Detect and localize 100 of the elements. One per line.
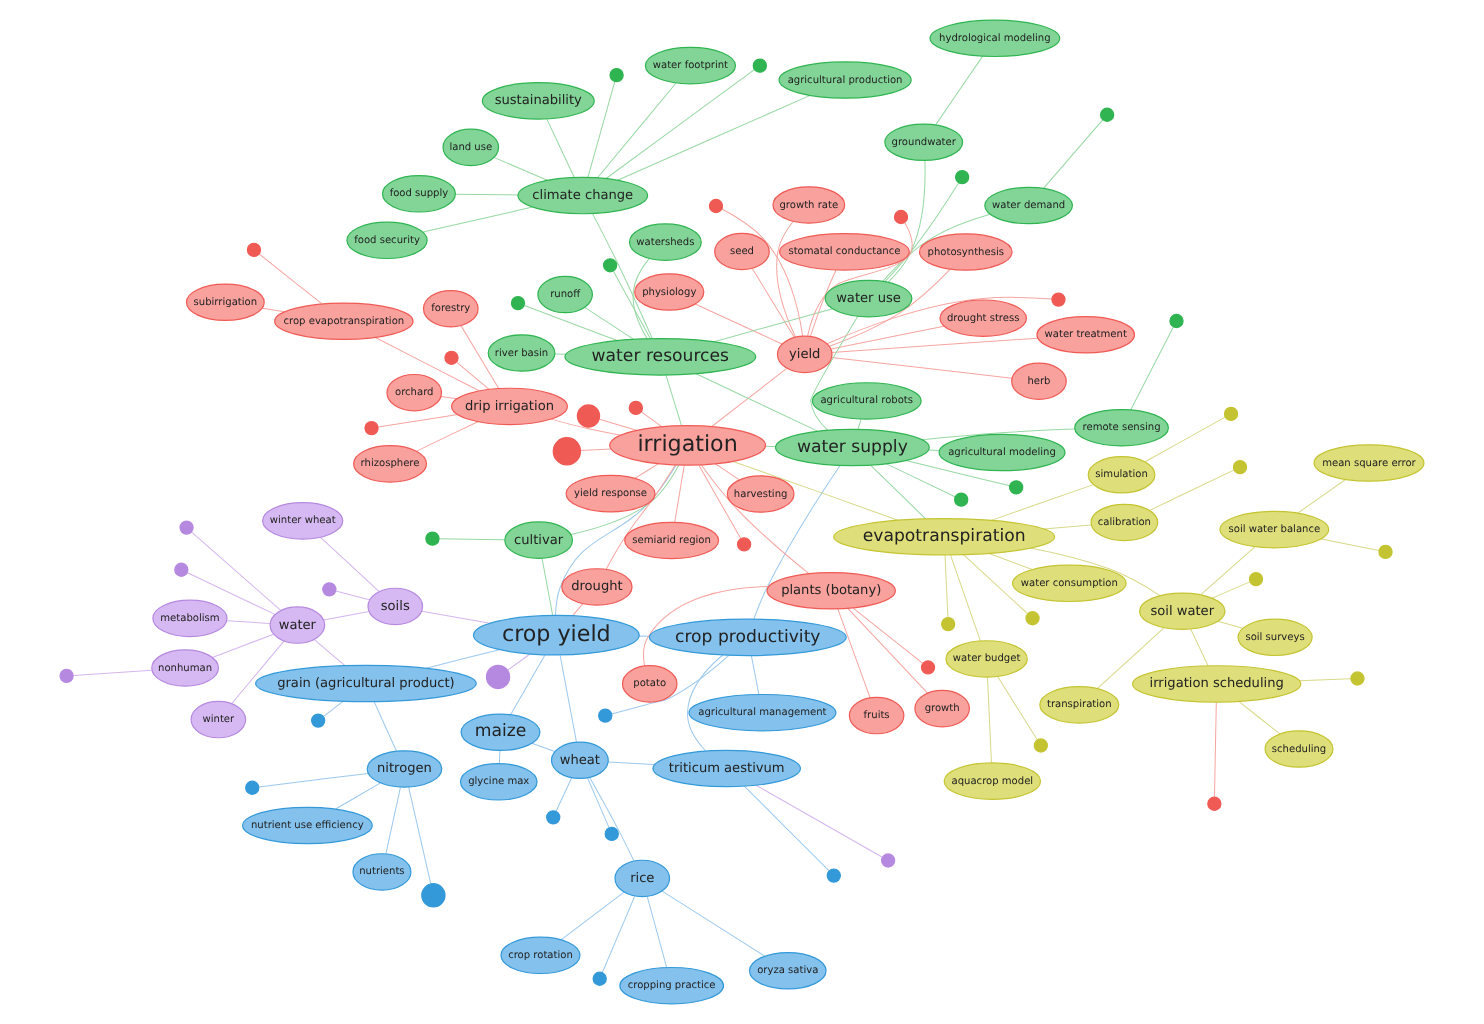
connector [258, 253, 323, 305]
connector [750, 655, 760, 695]
connector [882, 213, 991, 282]
connector [589, 776, 635, 862]
connector [921, 428, 1076, 441]
node-ellipse: water resources [564, 338, 757, 376]
node-circle [421, 883, 446, 908]
connector [700, 464, 810, 575]
connector [831, 337, 1038, 353]
connector [721, 208, 804, 337]
connector [550, 418, 622, 436]
connector [455, 193, 519, 196]
connector [72, 669, 153, 676]
node-circle [881, 853, 896, 868]
connector [531, 742, 556, 752]
node-circle [708, 198, 724, 214]
connector [323, 610, 370, 621]
connector [1297, 479, 1347, 514]
connector [440, 396, 458, 400]
connector [847, 607, 929, 694]
node-circle [592, 971, 607, 986]
connector [601, 895, 636, 973]
node-circle [1232, 459, 1248, 475]
connector [1320, 538, 1380, 552]
connector [586, 777, 610, 829]
connector [810, 269, 837, 337]
connector [828, 268, 951, 347]
node-circle [552, 437, 582, 466]
node-circle [1248, 571, 1264, 587]
connector [1211, 581, 1251, 599]
connector [572, 603, 584, 617]
node-circle [174, 562, 189, 577]
connector [885, 463, 956, 498]
connector [810, 315, 859, 431]
connector [944, 554, 949, 618]
connector [1149, 469, 1235, 511]
node-circle [485, 664, 511, 690]
connector [1213, 701, 1217, 798]
connector [638, 635, 650, 637]
node-circle [425, 531, 440, 546]
connector [733, 461, 899, 521]
connector [870, 465, 927, 520]
connector [587, 81, 616, 178]
connector [640, 411, 662, 427]
node-circle [752, 58, 767, 73]
node-circle [1350, 671, 1365, 686]
connector [632, 258, 650, 340]
connector [986, 676, 992, 764]
connector [560, 891, 625, 941]
connector [698, 464, 742, 540]
connector [226, 620, 271, 624]
connector [830, 325, 945, 350]
node-circle [1033, 738, 1048, 753]
node-circle [941, 616, 956, 632]
node-circle [628, 400, 644, 416]
connector [694, 303, 783, 345]
connector [713, 308, 834, 343]
connector [211, 633, 275, 659]
connector [1200, 546, 1256, 596]
node-circle [1099, 107, 1115, 122]
node-circle [602, 258, 618, 273]
connector [570, 464, 680, 535]
connector [988, 552, 1033, 571]
connector [837, 608, 871, 699]
connector [335, 590, 371, 601]
connector [711, 367, 788, 427]
connector [997, 676, 1038, 741]
connector [608, 761, 656, 765]
connector [261, 307, 285, 313]
node-circle [1207, 796, 1222, 811]
connector [852, 607, 924, 664]
connector [634, 463, 659, 479]
connector [493, 156, 548, 181]
connector [258, 772, 369, 788]
connector [990, 484, 1094, 521]
connector [498, 750, 501, 764]
node-circle [1223, 406, 1239, 422]
connector [559, 654, 577, 743]
connector [611, 654, 730, 715]
connector [456, 361, 490, 390]
connector [313, 639, 346, 666]
connector [1190, 628, 1209, 667]
node-circle [510, 295, 526, 311]
connector [584, 306, 635, 340]
node-circle [893, 209, 909, 225]
node-circle [955, 169, 970, 185]
node-circle [179, 520, 194, 535]
connector [1238, 701, 1281, 735]
connector [591, 213, 653, 339]
node-circle [736, 537, 752, 552]
connector [751, 268, 795, 338]
connector [416, 421, 479, 452]
connector [555, 777, 573, 812]
node-circle [576, 404, 601, 428]
connector [963, 554, 1029, 615]
connector [605, 69, 755, 180]
connector [523, 305, 618, 342]
connector [554, 353, 567, 355]
connector [422, 206, 533, 233]
connector [753, 464, 841, 620]
